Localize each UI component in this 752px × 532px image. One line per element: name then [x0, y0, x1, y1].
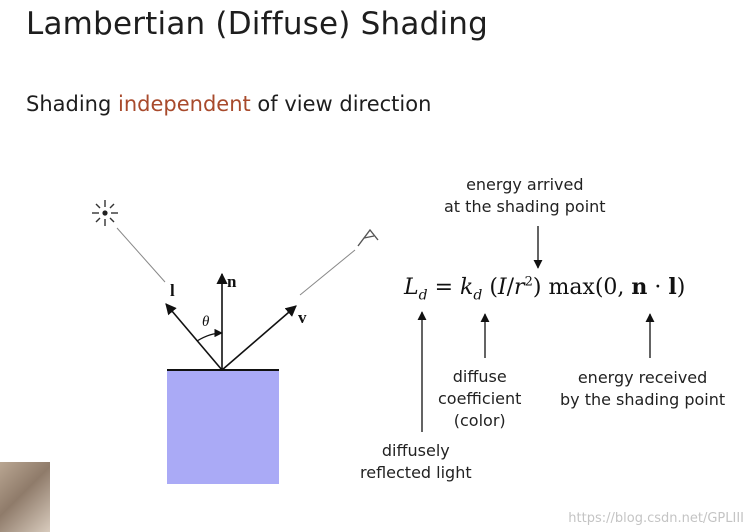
eye-icon	[357, 228, 379, 247]
eq-slash: /	[506, 275, 515, 300]
presenter-webcam-thumbnail	[0, 462, 50, 532]
eq-equals: =	[434, 275, 454, 300]
eq-intensity: I	[497, 275, 507, 300]
energy-arrived-line2: at the shading point	[444, 197, 606, 216]
energy-received-line1: energy received	[577, 368, 708, 387]
view-vector-arrow	[221, 305, 297, 371]
view-vector-label: v	[298, 308, 307, 327]
eq-max: max(0,	[548, 275, 625, 300]
light-ray	[116, 227, 166, 283]
lambertian-equation: Ld = kd (I/r2) max(0, n · l)	[404, 274, 685, 303]
eq-n-vector: n	[631, 274, 648, 300]
energy-received-label: energy received by the shading point	[560, 367, 725, 411]
energy-arrived-label: energy arrived at the shading point	[444, 174, 606, 218]
eq-lhs: L	[404, 275, 419, 300]
energy-received-line2: by the shading point	[560, 390, 726, 409]
eq-l-vector: l	[668, 274, 677, 300]
eq-close: )	[676, 275, 686, 300]
subtitle-accent: independent	[118, 92, 251, 116]
light-source-icon	[92, 200, 118, 226]
slide-title: Lambertian (Diffuse) Shading	[26, 6, 488, 42]
eq-r: r	[514, 275, 525, 300]
eq-paren-open: (	[489, 275, 498, 300]
view-ray	[299, 249, 356, 296]
subtitle-post: of view direction	[250, 92, 432, 116]
light-vector-label: l	[170, 281, 175, 300]
slide-subtitle: Shading independent of view direction	[26, 92, 431, 116]
diffuse-line2: coefficient	[438, 389, 522, 408]
diffuse-line3: (color)	[453, 411, 506, 430]
surface-block	[167, 370, 279, 484]
eq-r-sup: 2	[524, 274, 533, 290]
light-vector-arrow	[165, 303, 223, 371]
energy-arrived-line1: energy arrived	[466, 175, 584, 194]
angle-arc	[196, 328, 223, 342]
diffusely-line1: diffusely	[381, 441, 450, 460]
angle-label: θ	[202, 314, 210, 330]
diffuse-line1: diffuse	[452, 367, 507, 386]
diffusely-reflected-label: diffusely reflected light	[360, 440, 472, 484]
subtitle-pre: Shading	[26, 92, 118, 116]
eq-paren-close: )	[532, 275, 542, 300]
diffuse-coefficient-label: diffuse coefficient (color)	[438, 366, 521, 432]
eq-dot: ·	[654, 275, 662, 300]
eq-lhs-sub: d	[418, 287, 428, 304]
diffusely-line2: reflected light	[360, 463, 472, 482]
watermark-url: https://blog.csdn.net/GPLIII	[568, 511, 744, 526]
eq-k-sub: d	[473, 287, 483, 304]
eq-k: k	[460, 275, 474, 300]
normal-vector-label: n	[227, 272, 237, 291]
